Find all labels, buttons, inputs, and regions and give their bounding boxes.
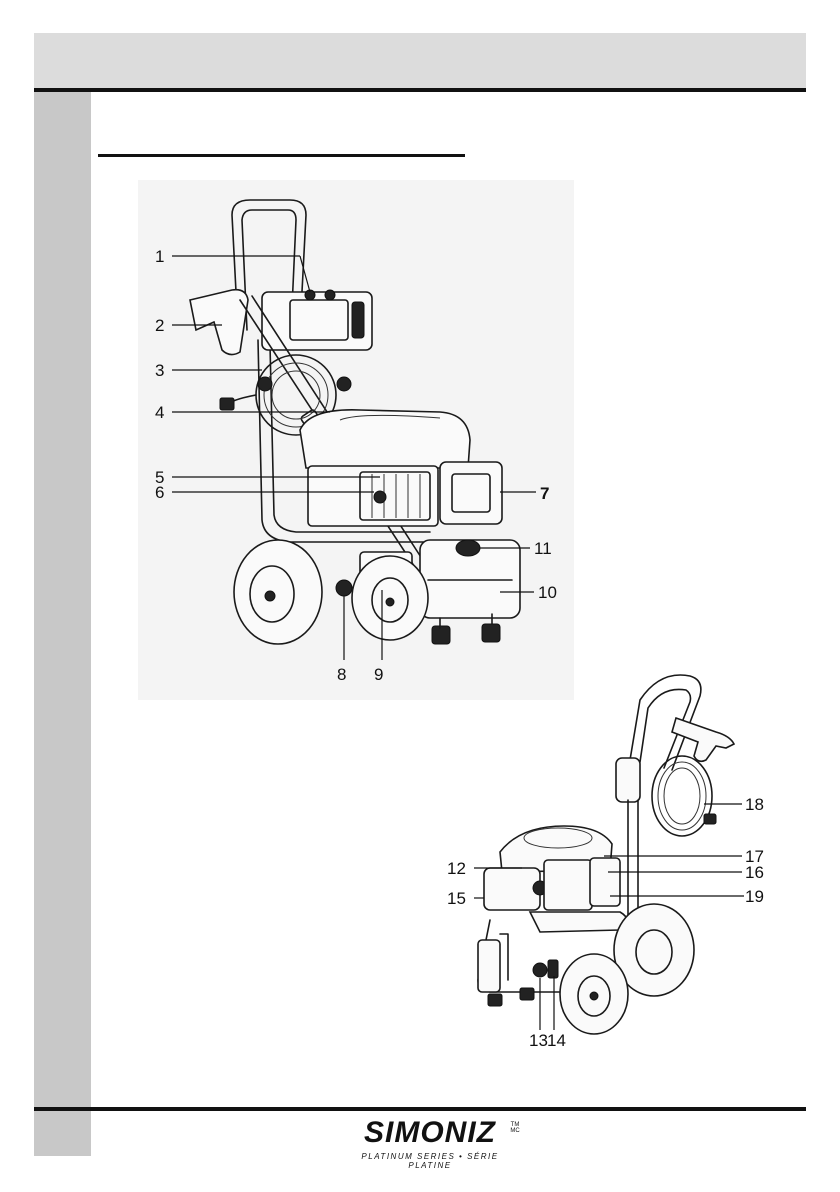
- foot-right: [482, 624, 500, 642]
- front-view-diagram: [138, 180, 574, 700]
- callout-2: 2: [155, 316, 164, 335]
- fuel-cap: [456, 540, 480, 556]
- callout-13: 13: [529, 1031, 548, 1050]
- engine-spark-plug: [374, 491, 386, 503]
- air-filter: [440, 462, 502, 524]
- rear-outlet: [548, 960, 558, 978]
- rear-frame-inner: [500, 934, 508, 980]
- rear-pump: [478, 940, 500, 992]
- brand-trademark: TM MC: [510, 1122, 520, 1134]
- water-inlet: [336, 580, 352, 596]
- callout-8: 8: [337, 665, 346, 684]
- engine-shroud: [300, 410, 470, 468]
- callout-19: 19: [745, 887, 764, 906]
- brand-logo: SIMONIZ TM MC PLATINUM SERIES • SÉRIE PL…: [340, 1118, 520, 1170]
- callout-14: 14: [547, 1031, 566, 1050]
- callout-6: 6: [155, 483, 164, 502]
- foot-left: [432, 626, 450, 644]
- rear-muffler: [590, 858, 620, 906]
- callout-10: 10: [538, 583, 557, 602]
- rear-spray-gun: [672, 718, 734, 761]
- callout-15: 15: [447, 889, 466, 908]
- brand-name: SIMONIZ: [340, 1118, 520, 1148]
- rear-engine-body: [544, 860, 592, 910]
- rear-foot-right: [520, 988, 534, 1000]
- rear-base-plate: [530, 912, 627, 932]
- rear-hose-fitting: [704, 814, 716, 824]
- rear-water-inlet: [533, 963, 547, 977]
- footer-rule: [34, 1107, 806, 1111]
- callout-18: 18: [745, 795, 764, 814]
- callout-9: 9: [374, 665, 383, 684]
- outlet-right: [325, 290, 335, 300]
- callout-7: 7: [540, 484, 549, 503]
- callout-12: 12: [447, 859, 466, 878]
- rear-fuel-tank: [484, 868, 540, 910]
- callout-11: 11: [534, 539, 552, 558]
- engine-body: [308, 466, 438, 526]
- wheel-left: [234, 540, 322, 644]
- rear-upright: [616, 758, 640, 802]
- brand-series: PLATINUM SERIES • SÉRIE PLATINE: [340, 1152, 520, 1170]
- reel-knob-left: [258, 377, 272, 391]
- callout-1: 1: [155, 247, 164, 266]
- callout-17: 17: [745, 847, 764, 866]
- reel-knob-right: [337, 377, 351, 391]
- rear-view-diagram: [474, 675, 744, 1034]
- hose-fitting: [220, 398, 234, 410]
- panel-side-clip: [352, 302, 364, 338]
- callout-3: 3: [155, 361, 164, 380]
- rear-foot-left: [488, 994, 502, 1006]
- callout-4: 4: [155, 403, 164, 422]
